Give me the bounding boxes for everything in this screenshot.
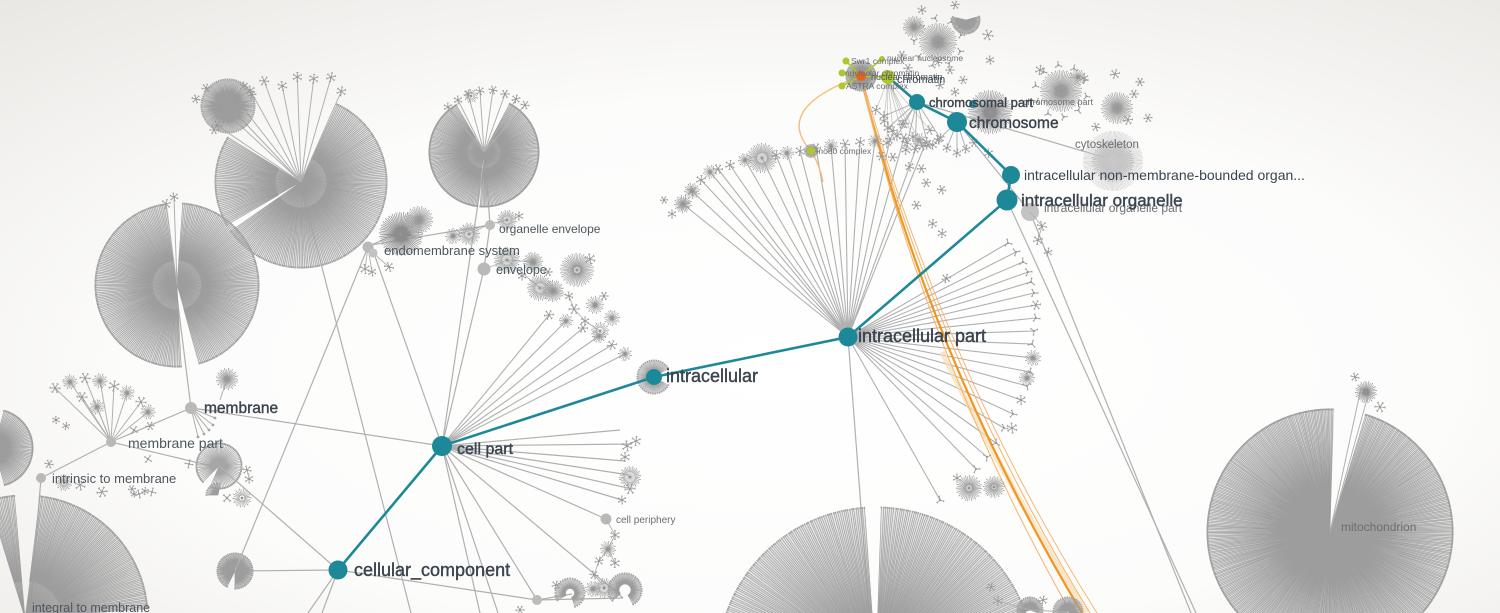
svg-text:intracellular part: intracellular part	[858, 326, 986, 346]
svg-text:intracellular non-membrane-bou: intracellular non-membrane-bounded organ…	[1024, 167, 1305, 183]
svg-text:mitochondrion: mitochondrion	[1341, 520, 1416, 534]
svg-text:intrinsic to membrane: intrinsic to membrane	[52, 471, 176, 486]
svg-text:chromosome: chromosome	[969, 115, 1059, 132]
svg-text:Swr1 complex: Swr1 complex	[851, 56, 905, 66]
svg-text:cellular_component: cellular_component	[354, 560, 510, 581]
svg-text:chromosome part: chromosome part	[1023, 97, 1094, 107]
svg-text:intracellular organelle: intracellular organelle	[1021, 191, 1183, 210]
svg-text:cell part: cell part	[457, 441, 514, 458]
svg-text:ASTRA complex: ASTRA complex	[846, 81, 909, 91]
svg-text:Ino80 complex: Ino80 complex	[816, 146, 872, 156]
svg-text:chromatin: chromatin	[897, 74, 945, 86]
svg-text:nuclear chromatin: nuclear chromatin	[871, 72, 943, 82]
svg-text:organelle envelope: organelle envelope	[499, 222, 601, 236]
svg-text:membrane: membrane	[204, 400, 278, 417]
svg-text:envelope: envelope	[496, 263, 547, 277]
svg-text:membrane part: membrane part	[128, 435, 223, 451]
svg-text:intracellular organelle part: intracellular organelle part	[1044, 201, 1183, 215]
svg-text:endomembrane system: endomembrane system	[384, 243, 520, 258]
svg-text:cytoskeleton: cytoskeleton	[1075, 139, 1139, 151]
svg-text:chromosomal part: chromosomal part	[929, 95, 1033, 110]
svg-text:nucleolar chromatin: nucleolar chromatin	[845, 68, 919, 78]
svg-text:intracellular: intracellular	[666, 366, 758, 386]
svg-text:cell periphery: cell periphery	[616, 515, 675, 526]
svg-text:nuclear nucleosome: nuclear nucleosome	[887, 53, 963, 63]
svg-text:integral to membrane: integral to membrane	[32, 601, 150, 613]
